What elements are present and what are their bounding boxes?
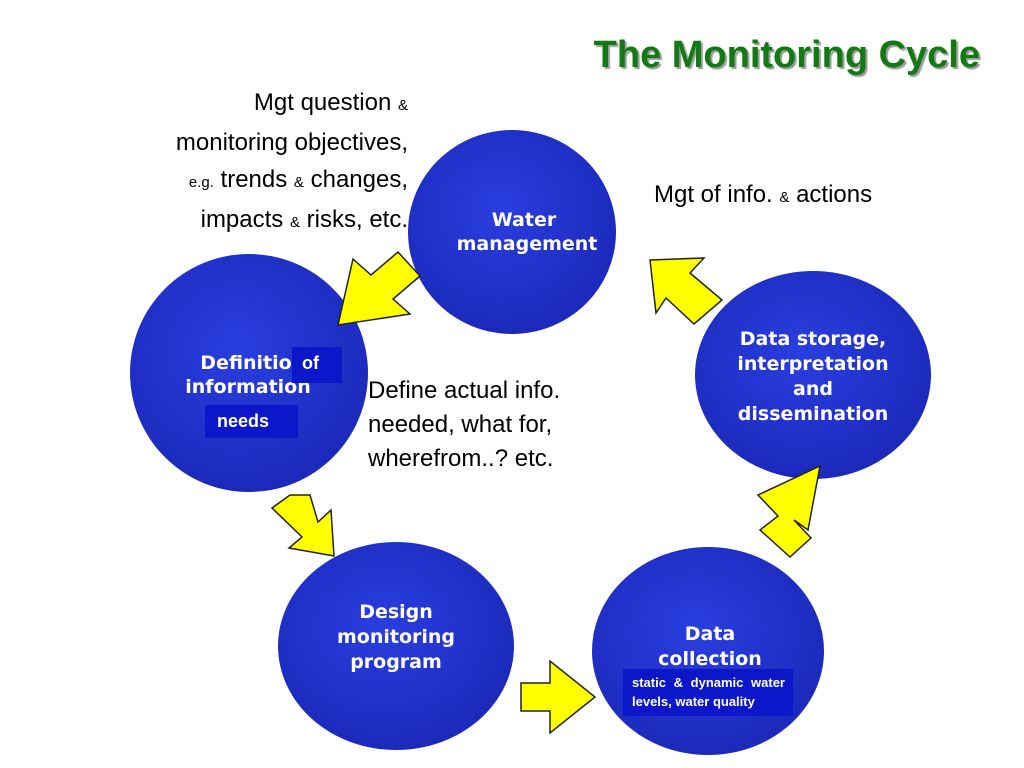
note-text: impacts	[200, 206, 290, 233]
design-monitoring-line2: monitoring	[337, 626, 455, 648]
arrow-to-definition	[337, 250, 422, 326]
water-management-line1: Water	[492, 209, 557, 231]
data-storage-line1: Data storage,	[740, 328, 886, 350]
info-management-note: Mgt of info. & actions	[654, 181, 872, 209]
note-text: &	[779, 189, 790, 206]
water-management-line2: management	[457, 233, 598, 255]
note-line: e.g. trends & changes,	[176, 161, 408, 201]
note-text: risks, etc.	[299, 206, 408, 233]
definition-info-line2: information	[185, 376, 311, 398]
data-storage-line3: and	[793, 378, 833, 400]
tag-needs: needs	[205, 405, 298, 438]
data-storage-line2: interpretation	[737, 353, 888, 375]
design-monitoring-line1: Design	[359, 601, 433, 623]
arrow-to-design	[270, 494, 335, 557]
tag-static-dynamic: static & dynamic water levels, water qua…	[623, 669, 793, 716]
arrow-to-management	[649, 257, 724, 326]
arrow-to-storage	[756, 464, 822, 559]
note-text: &	[397, 97, 408, 114]
definition-info-circle	[130, 254, 368, 492]
page-title: The Monitoring Cycle	[593, 34, 980, 76]
tag-of: of	[292, 347, 342, 383]
note-text: &	[293, 174, 304, 191]
note-line: wherefrom..? etc.	[368, 445, 554, 472]
arrow-to-collection	[520, 659, 597, 735]
note-line: Mgt question &	[176, 84, 408, 124]
note-line: Define actual info.	[368, 377, 561, 404]
data-storage-circle	[695, 271, 931, 479]
note-text: Mgt question	[253, 89, 398, 116]
data-collection-line2: collection	[658, 648, 762, 670]
water-management-circle	[408, 130, 616, 334]
note-line: impacts & risks, etc.	[176, 201, 408, 241]
note-text: &	[289, 214, 300, 231]
management-question-note: Mgt question & monitoring objectives, e.…	[176, 84, 408, 241]
design-monitoring-circle	[278, 542, 514, 750]
definition-info-line1: Definitio	[200, 352, 291, 374]
note-text: actions	[789, 181, 873, 208]
data-storage-line4: dissemination	[738, 403, 888, 425]
note-text: e.g.	[188, 174, 214, 191]
data-collection-line1: Data	[685, 623, 736, 645]
note-text: changes,	[303, 166, 408, 193]
note-line: monitoring objectives,	[175, 129, 408, 156]
design-monitoring-line3: program	[350, 651, 442, 673]
define-info-note: Define actual info. needed, what for, wh…	[368, 374, 560, 476]
note-line: needed, what for,	[368, 411, 553, 438]
note-text: trends	[213, 166, 294, 193]
note-text: Mgt of info.	[654, 181, 780, 208]
